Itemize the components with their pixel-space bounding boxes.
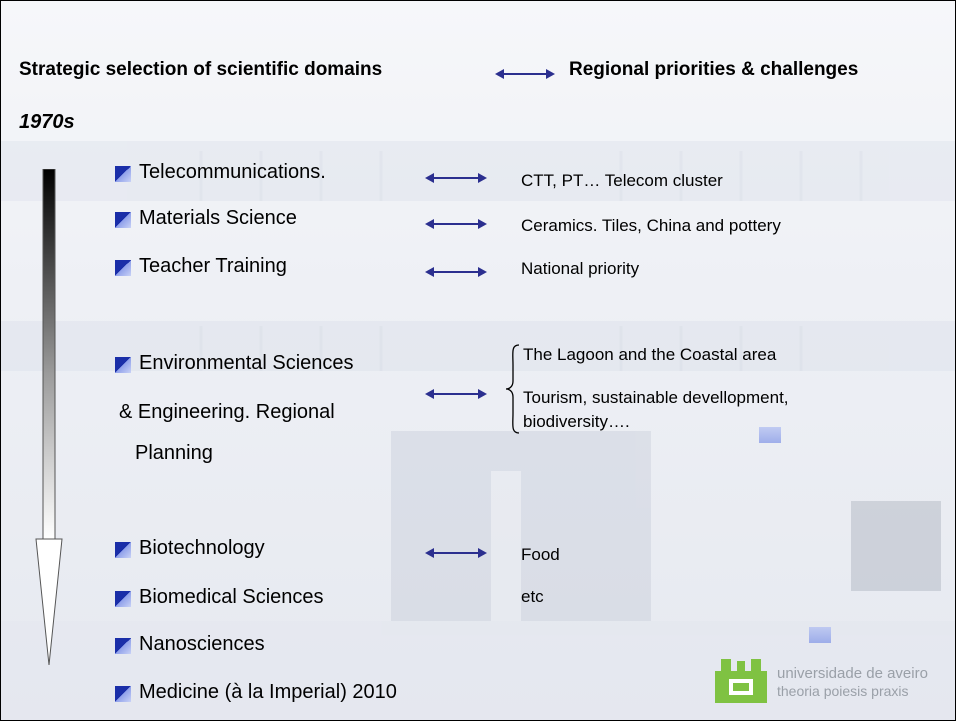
item-environmental-line2: & Engineering. Regional: [119, 401, 335, 423]
bullet-icon: [115, 212, 131, 228]
priority-teacher: National priority: [521, 259, 640, 278]
university-logo-icon: [715, 659, 767, 703]
double-arrow-icon: [425, 219, 487, 229]
priority-food: Food: [521, 545, 560, 564]
bullet-icon: [115, 260, 131, 276]
priority-lagoon: The Lagoon and the Coastal area: [523, 345, 777, 364]
item-teacher-training: Teacher Training: [139, 255, 287, 277]
decorative-square-icon: [759, 427, 781, 443]
bullet-icon: [115, 542, 131, 558]
logo-line2: theoria poiesis praxis: [777, 683, 909, 699]
priority-materials: Ceramics. Tiles, China and pottery: [521, 216, 781, 235]
item-medicine: Medicine (à la Imperial) 2010: [139, 681, 397, 703]
decorative-square-icon: [809, 627, 831, 643]
item-environmental-line3: Planning: [135, 442, 213, 464]
brace-icon: [505, 344, 520, 434]
bullet-icon: [115, 166, 131, 182]
decade-label: 1970s: [19, 111, 75, 133]
priority-tourism-line1: Tourism, sustainable devellopment,: [523, 388, 789, 407]
item-environmental-sciences: Environmental Sciences: [139, 352, 354, 374]
item-nanosciences: Nanosciences: [139, 633, 265, 655]
priority-etc: etc: [521, 587, 544, 606]
double-arrow-icon: [425, 267, 487, 277]
item-biomedical-sciences: Biomedical Sciences: [139, 586, 324, 608]
double-arrow-icon: [425, 548, 487, 558]
double-arrow-icon: [495, 69, 555, 79]
item-materials-science: Materials Science: [139, 207, 297, 229]
timeline-arrow-icon: [35, 169, 63, 666]
header-right: Regional priorities & challenges: [569, 59, 859, 80]
bullet-icon: [115, 638, 131, 654]
priority-telecom: CTT, PT… Telecom cluster: [521, 171, 723, 190]
double-arrow-icon: [425, 173, 487, 183]
priority-tourism-line2: biodiversity….: [523, 412, 630, 431]
bullet-icon: [115, 357, 131, 373]
item-biotechnology: Biotechnology: [139, 537, 265, 559]
double-arrow-icon: [425, 389, 487, 399]
header-left: Strategic selection of scientific domain…: [19, 59, 383, 80]
item-telecommunications: Telecommunications.: [139, 161, 326, 183]
bullet-icon: [115, 591, 131, 607]
logo-line1: universidade de aveiro: [777, 665, 928, 682]
bullet-icon: [115, 686, 131, 702]
